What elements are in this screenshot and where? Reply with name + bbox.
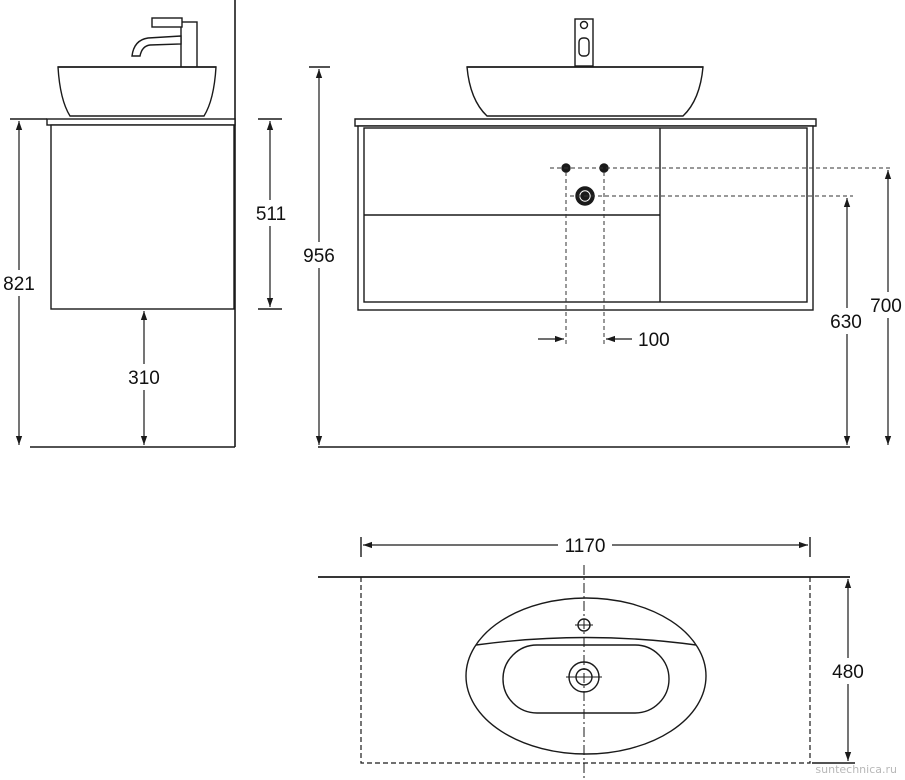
top-basin-deck: [475, 636, 697, 646]
front-view: [309, 18, 892, 448]
side-floor-gap-label: 310: [128, 368, 160, 389]
front-basin: [466, 66, 704, 117]
top-basin-bowl: [502, 644, 670, 714]
side-cabinet: [50, 124, 235, 310]
top-countertop: [360, 577, 811, 764]
side-basin: [57, 66, 217, 117]
front-faucet: [574, 18, 594, 67]
top-basin-outer: [465, 597, 707, 755]
side-view: [10, 0, 282, 448]
side-total-height-label: 821: [3, 274, 35, 295]
front-countertop: [354, 118, 817, 127]
front-cabinet: [357, 125, 814, 311]
side-countertop: [46, 118, 236, 126]
top-view: [318, 537, 855, 778]
front-total-height-label: 956: [303, 246, 335, 267]
top-width-label: 1170: [565, 536, 606, 557]
front-drain-height-label: 630: [830, 312, 862, 333]
side-faucet: [131, 17, 198, 69]
front-hole-spacing-label: 100: [638, 330, 670, 351]
watermark: suntechnica.ru: [815, 763, 897, 776]
top-depth-label: 480: [832, 662, 864, 683]
side-cabinet-height-label: 511: [256, 204, 286, 225]
front-tap-height-label: 700: [870, 296, 902, 317]
